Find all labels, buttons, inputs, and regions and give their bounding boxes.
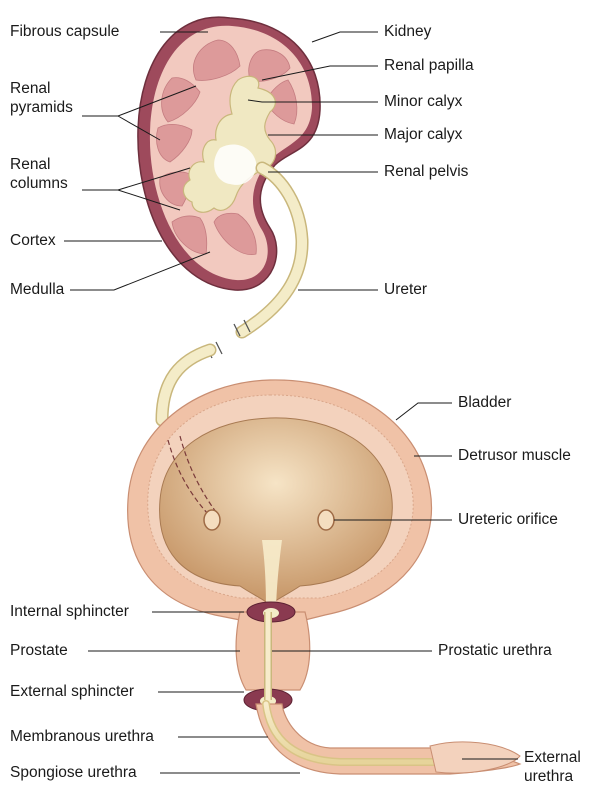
label-external-sphincter: External sphincter [10, 682, 134, 701]
label-renal-pyramids: Renal pyramids [10, 79, 90, 117]
ureteric-orifice-right [318, 510, 334, 530]
label-major-calyx: Major calyx [384, 125, 462, 144]
label-renal-columns: Renal columns [10, 155, 90, 193]
glans [430, 742, 520, 773]
label-medulla: Medulla [10, 280, 64, 299]
label-renal-pelvis: Renal pelvis [384, 162, 468, 181]
prostate-urethra [236, 602, 520, 774]
label-spongiose-urethra: Spongiose urethra [10, 763, 137, 782]
label-renal-papilla: Renal papilla [384, 56, 474, 75]
label-prostatic-urethra: Prostatic urethra [438, 641, 552, 660]
label-bladder: Bladder [458, 393, 511, 412]
label-detrusor-muscle: Detrusor muscle [458, 446, 571, 465]
label-cortex: Cortex [10, 231, 56, 250]
label-minor-calyx: Minor calyx [384, 92, 462, 111]
kidney [138, 17, 320, 358]
label-internal-sphincter: Internal sphincter [10, 602, 129, 621]
ureteric-orifice-left [204, 510, 220, 530]
bladder [128, 380, 432, 620]
label-fibrous-capsule: Fibrous capsule [10, 22, 119, 41]
label-kidney: Kidney [384, 22, 431, 41]
label-ureteric-orifice: Ureteric orifice [458, 510, 558, 529]
label-membranous-urethra: Membranous urethra [10, 727, 154, 746]
label-prostate: Prostate [10, 641, 68, 660]
label-external-urethra: External urethra [524, 748, 590, 786]
label-ureter: Ureter [384, 280, 427, 299]
